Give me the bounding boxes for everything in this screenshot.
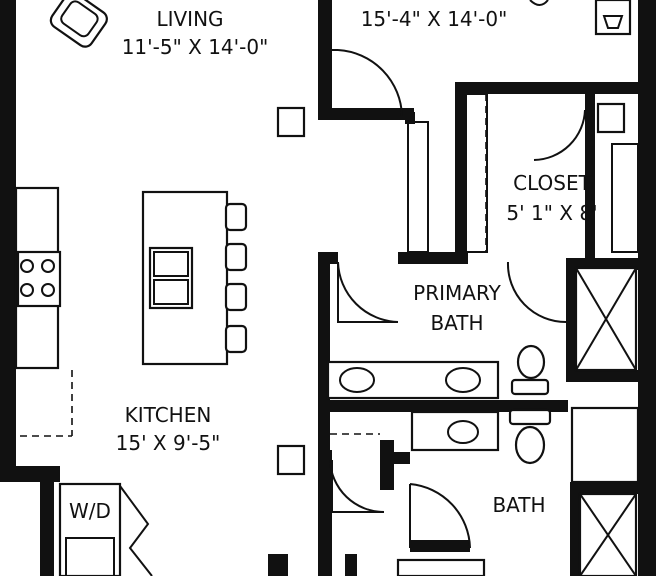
primary-shower [574,266,638,372]
burner-icon [20,259,34,273]
primary-bedroom-size: 15'-4" X 14'-0" [361,7,508,31]
primary-toilet [510,344,550,396]
burner-icon [41,259,55,273]
column-post [276,106,306,138]
burner-icon [20,283,34,297]
kitchen-size: 15' X 9'-5" [116,431,221,455]
closet-shelf-left [407,121,429,253]
closet-label: CLOSET [513,171,591,195]
armchair-icon [49,0,108,48]
bath-toilet [508,408,552,465]
tub-edge [396,558,486,576]
bar-stool [224,242,248,272]
doors [119,49,586,576]
sink-icon [445,367,481,393]
closet-size: 5' 1" X 8' [506,201,597,225]
burner-icon [41,283,55,297]
living-label: LIVING [156,7,223,31]
bath-shower [578,492,638,576]
primary-bath-label-line1: PRIMARY [413,281,501,305]
living-size: 11'-5" X 14'-0" [122,35,269,59]
primary-vanity [326,360,500,400]
closet-shelf-right [611,143,639,253]
bar-stool [224,282,248,312]
bath-linen [570,406,640,484]
bed-edge [529,0,549,6]
column-post [596,102,626,134]
bar-stool [224,324,248,354]
column-post [276,444,306,476]
closet-shelf-middle [464,93,488,253]
laundry-label: W/D [69,499,111,523]
kitchen-label: KITCHEN [125,403,212,427]
sink-icon [447,420,479,444]
bar-stool [224,202,248,232]
bath-label: BATH [492,493,545,517]
stove [16,250,62,308]
kitchen-counter [14,186,62,370]
bath-vanity [410,410,500,452]
laundry-closet [58,482,122,576]
kitchen-island [141,190,248,366]
lamp-icon [602,15,624,29]
island-sink [148,246,194,310]
sink-icon [339,367,375,393]
primary-bath-label-line2: BATH [430,311,483,335]
